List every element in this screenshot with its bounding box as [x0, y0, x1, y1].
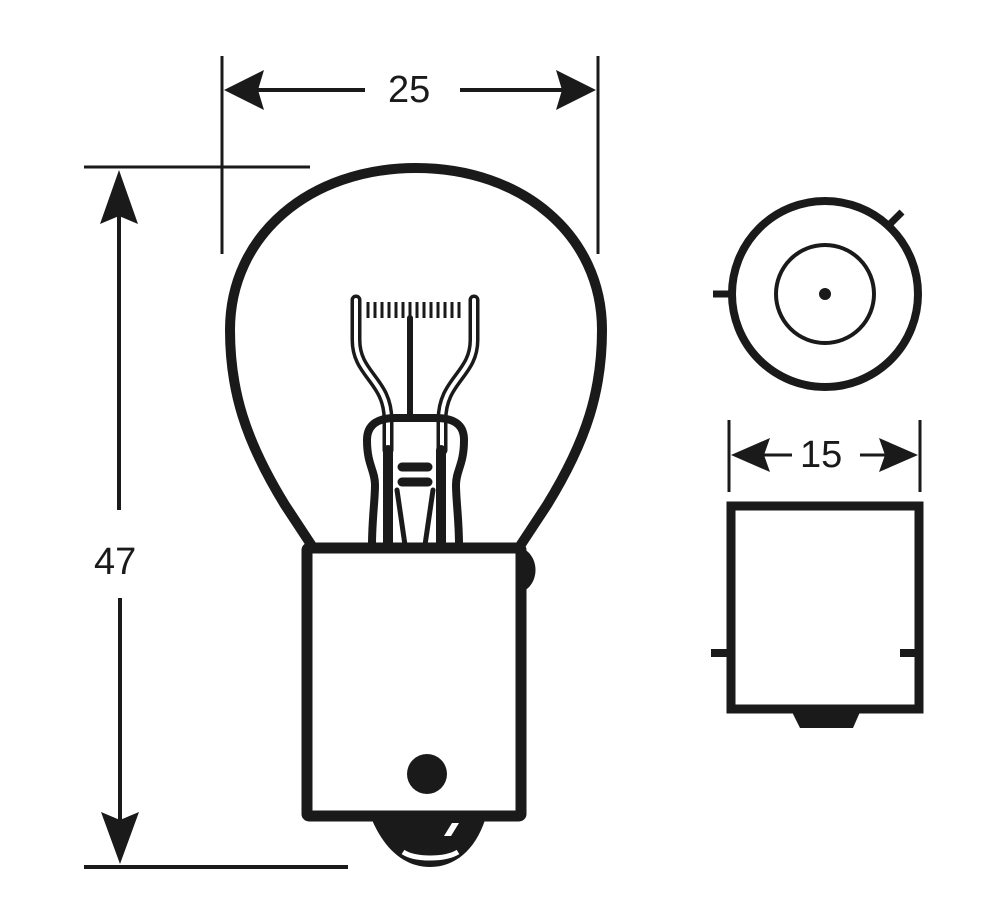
arrow-right-icon	[879, 438, 918, 472]
arrow-left-icon	[224, 70, 264, 110]
cap-diameter-dimension	[727, 420, 922, 492]
glass-envelope	[225, 163, 607, 549]
width-dimension	[220, 56, 600, 254]
pin-right	[885, 209, 905, 229]
arrow-right-icon	[556, 70, 596, 110]
height-dimension	[84, 165, 348, 869]
arrow-left-icon	[731, 438, 770, 472]
solder-contact	[792, 712, 860, 728]
filament-assembly	[350, 294, 480, 550]
arrow-down-icon	[101, 812, 139, 864]
height-dimension-label: 47	[90, 543, 141, 581]
bayonet-pin-side	[522, 548, 536, 592]
cap-end-view	[713, 197, 922, 391]
bayonet-pin-front	[407, 754, 447, 794]
cap-diameter-label: 15	[796, 436, 847, 474]
bulb-cap	[301, 542, 536, 867]
width-dimension-label: 25	[384, 71, 435, 109]
arrow-up-icon	[100, 170, 138, 224]
cap-side-view	[711, 501, 924, 728]
